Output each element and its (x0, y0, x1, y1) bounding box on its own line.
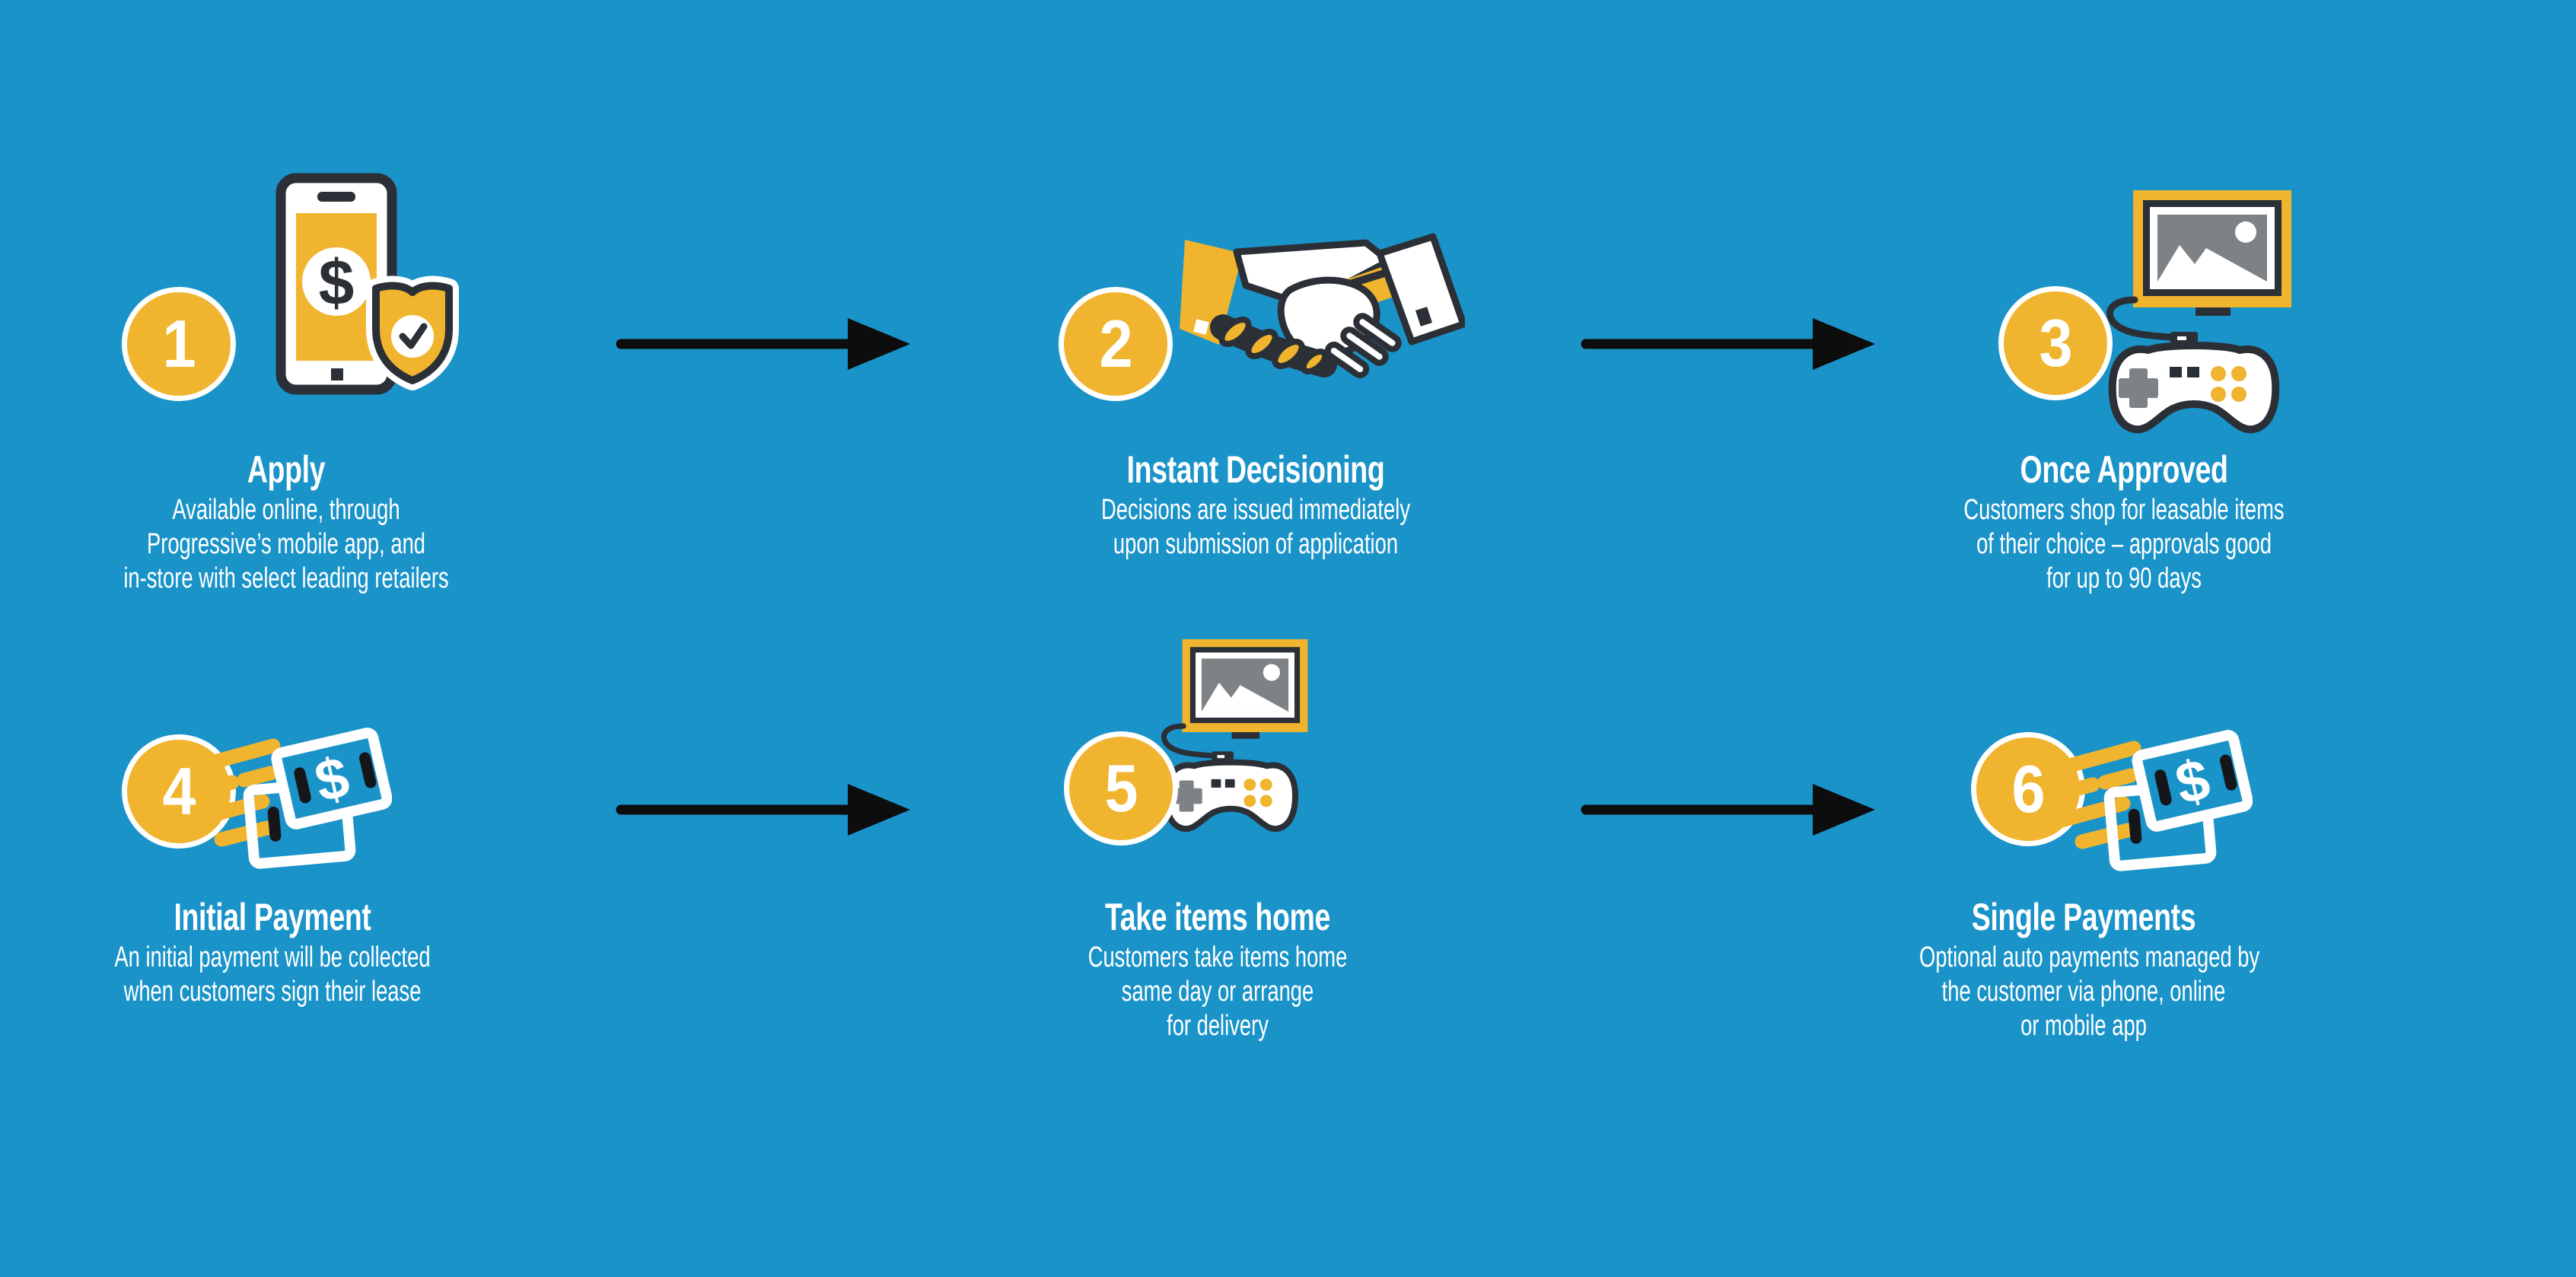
step-description: Customers take items home same day or ar… (1053, 941, 1382, 1043)
step-description-line: of their choice – approvals good (1976, 528, 2272, 560)
step-description-line: the customer via phone, online (1941, 976, 2226, 1008)
step-title: Instant Decisioning (1126, 448, 1385, 491)
step-badge: 1 (122, 287, 236, 401)
step-title: Take items home (1105, 896, 1330, 938)
step-text: Instant Decisioning Decisions are issued… (1027, 447, 1484, 562)
step-number: 3 (2038, 305, 2073, 381)
step-description-line: for delivery (1167, 1010, 1269, 1042)
step-description-line: or mobile app (2020, 1010, 2147, 1042)
step-title: Initial Payment (174, 896, 371, 938)
step-text: Single Payments Optional auto payments m… (1855, 895, 2312, 1043)
step-description-line: upon submission of application (1113, 528, 1399, 560)
step-number: 4 (161, 753, 196, 829)
step-badge: 5 (1064, 731, 1178, 845)
arrow-icon (616, 318, 910, 370)
step-number: 2 (1098, 306, 1133, 381)
step-title: Once Approved (2020, 448, 2228, 491)
step-description: Optional auto payments managed by the cu… (1919, 941, 2260, 1043)
monitor-controller-icon (2091, 186, 2297, 437)
step-description: An initial payment will be collected whe… (108, 941, 437, 1009)
step-description-line: for up to 90 days (2046, 562, 2202, 594)
flying-money-icon (194, 719, 392, 871)
step-description-line: in-store with select leading retailers (123, 562, 449, 594)
step-description: Available online, through Progressive’s … (122, 493, 451, 596)
step-title: Apply (247, 448, 326, 491)
flying-money-icon (2055, 721, 2253, 874)
step-description-line: Decisions are issued immediately (1100, 494, 1411, 526)
step-text: Once Approved Customers shop for leasabl… (1896, 447, 2352, 596)
step-description-line: same day or arrange (1121, 976, 1314, 1008)
step-badge: 3 (1998, 286, 2113, 400)
step-description-line: Available online, through (172, 494, 400, 526)
step-description-line: when customers sign their lease (123, 976, 422, 1008)
step-badge: 2 (1059, 287, 1173, 401)
phone-dollar-shield-icon: $ (275, 173, 459, 395)
step-description: Decisions are issued immediately upon su… (1091, 493, 1420, 562)
step-description-line: Progressive’s mobile app, and (146, 528, 426, 560)
step-number: 1 (161, 306, 196, 381)
step-number: 6 (2011, 751, 2046, 826)
arrow-icon (1581, 318, 1875, 370)
step-description-line: An initial payment will be collected (114, 941, 431, 973)
step-description-line: Customers shop for leasable items (1963, 494, 2285, 526)
step-description-line: Customers take items home (1087, 941, 1348, 973)
handshake-icon (1180, 233, 1465, 379)
svg-text:$: $ (319, 247, 355, 318)
step-text: Initial Payment An initial payment will … (44, 895, 501, 1009)
step-text: Take items home Customers take items hom… (989, 895, 1446, 1043)
step-description-line: Optional auto payments managed by (1919, 941, 2260, 973)
step-description: Customers shop for leasable items of the… (1960, 493, 2288, 596)
step-number: 5 (1103, 750, 1138, 826)
arrow-icon (616, 784, 910, 836)
arrow-icon (1581, 784, 1875, 836)
step-title: Single Payments (1971, 896, 2196, 938)
step-text: Apply Available online, through Progress… (58, 447, 514, 596)
